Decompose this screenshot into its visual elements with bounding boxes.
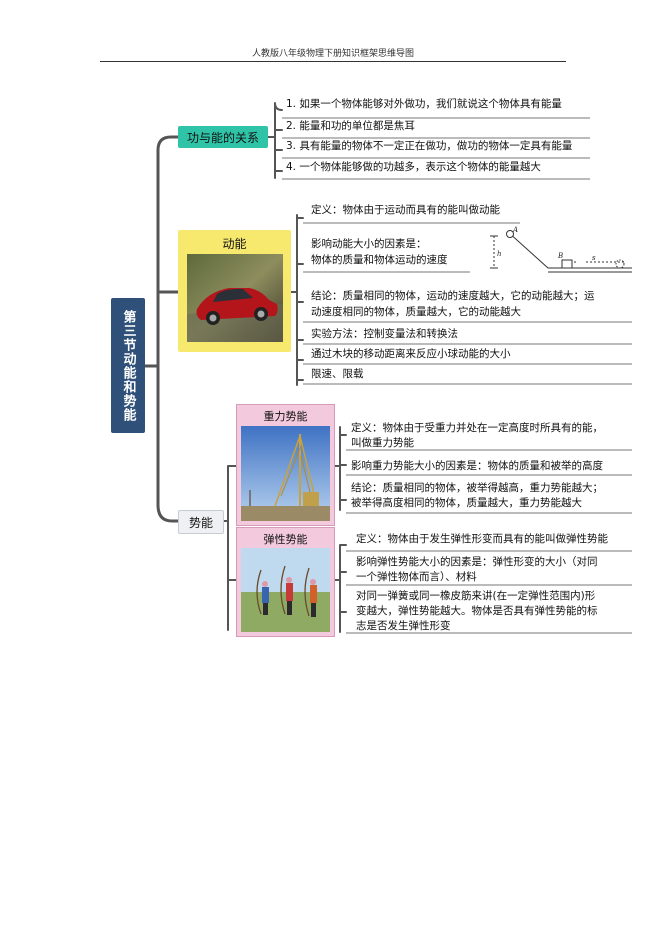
red-car-image [187, 254, 283, 342]
diagram-label-a: A [512, 226, 518, 234]
kinetic-observe: 通过木块的移动距离来反应小球动能的大小 [311, 348, 511, 360]
elastic-factors-line1: 影响弹性势能大小的因素是：弹性形变的大小（对同 [356, 556, 598, 568]
kinetic-definition: 定义：物体由于运动而具有的能叫做动能 [311, 204, 500, 216]
kinetic-method: 实验方法：控制变量法和转换法 [311, 328, 458, 340]
kinetic-conclusion-line1: 结论：质量相同的物体，运动的速度越大，它的动能越大；运 [311, 290, 595, 302]
kinetic-conclusion-line2: 动速度相同的物体，质量越大，它的动能越大 [311, 306, 521, 318]
work-energy-node: 功与能的关系 [178, 126, 268, 148]
diagram-label-b: B [557, 252, 563, 260]
root-node: 第三节动能和势能 [111, 298, 145, 433]
diagram-label-h: h [497, 250, 502, 258]
kinetic-limits: 限速、限载 [311, 368, 364, 380]
work-energy-item-3: 3. 具有能量的物体不一定正在做功，做功的物体一定具有能量 [286, 140, 573, 152]
gravity-conclusion-line1: 结论：质量相同的物体，被举得越高，重力势能越大； [351, 482, 603, 494]
gravity-definition-line2: 叫做重力势能 [351, 437, 414, 449]
work-energy-item-2: 2. 能量和功的单位都是焦耳 [286, 120, 415, 132]
elastic-factors-line2: 一个弹性物体而言）、材料 [356, 571, 477, 583]
elastic-potential-label: 弹性势能 [263, 533, 308, 546]
elastic-definition: 定义：物体由于发生弹性形变而具有的能叫做弹性势能 [356, 533, 608, 545]
kinetic-energy-label: 动能 [222, 237, 247, 251]
kinetic-energy-node: 动能 [178, 230, 291, 352]
potential-energy-node: 势能 [178, 510, 224, 534]
ramp-experiment-diagram: A h B s [490, 226, 632, 273]
gravity-conclusion-line2: 被举得高度相同的物体，质量越大，重力势能越大 [351, 497, 582, 509]
page-header: 人教版八年级物理下册知识框架思维导图 [251, 49, 414, 59]
kinetic-factors-line1: 影响动能大小的因素是： [311, 238, 427, 250]
elastic-note-line2: 变越大，弹性势能越大。物体是否具有弹性势能的标 [356, 605, 598, 617]
archers-image [241, 548, 330, 632]
diagram-label-s: s [592, 254, 596, 262]
gravity-factors: 影响重力势能大小的因素是：物体的质量和被举的高度 [351, 460, 603, 472]
gravity-definition-line1: 定义：物体由于受重力并处在一定高度时所具有的能， [351, 422, 603, 434]
elastic-note-line3: 志是否发生弹性形变 [356, 620, 451, 632]
gravity-potential-label: 重力势能 [263, 410, 308, 423]
work-energy-item-4: 4. 一个物体能够做的功越多，表示这个物体的能量越大 [286, 161, 541, 173]
header-rule [100, 61, 566, 62]
pile-driver-image [241, 426, 330, 521]
work-energy-item-1: 1. 如果一个物体能够对外做功，我们就说这个物体具有能量 [286, 98, 562, 110]
gravity-potential-node: 重力势能 [236, 404, 335, 526]
elastic-note-line1: 对同一弹簧或同一橡皮筋来讲(在一定弹性范围内)形 [356, 590, 596, 602]
elastic-potential-node: 弹性势能 [236, 527, 335, 637]
kinetic-factors-line2: 物体的质量和物体运动的速度 [311, 254, 448, 266]
